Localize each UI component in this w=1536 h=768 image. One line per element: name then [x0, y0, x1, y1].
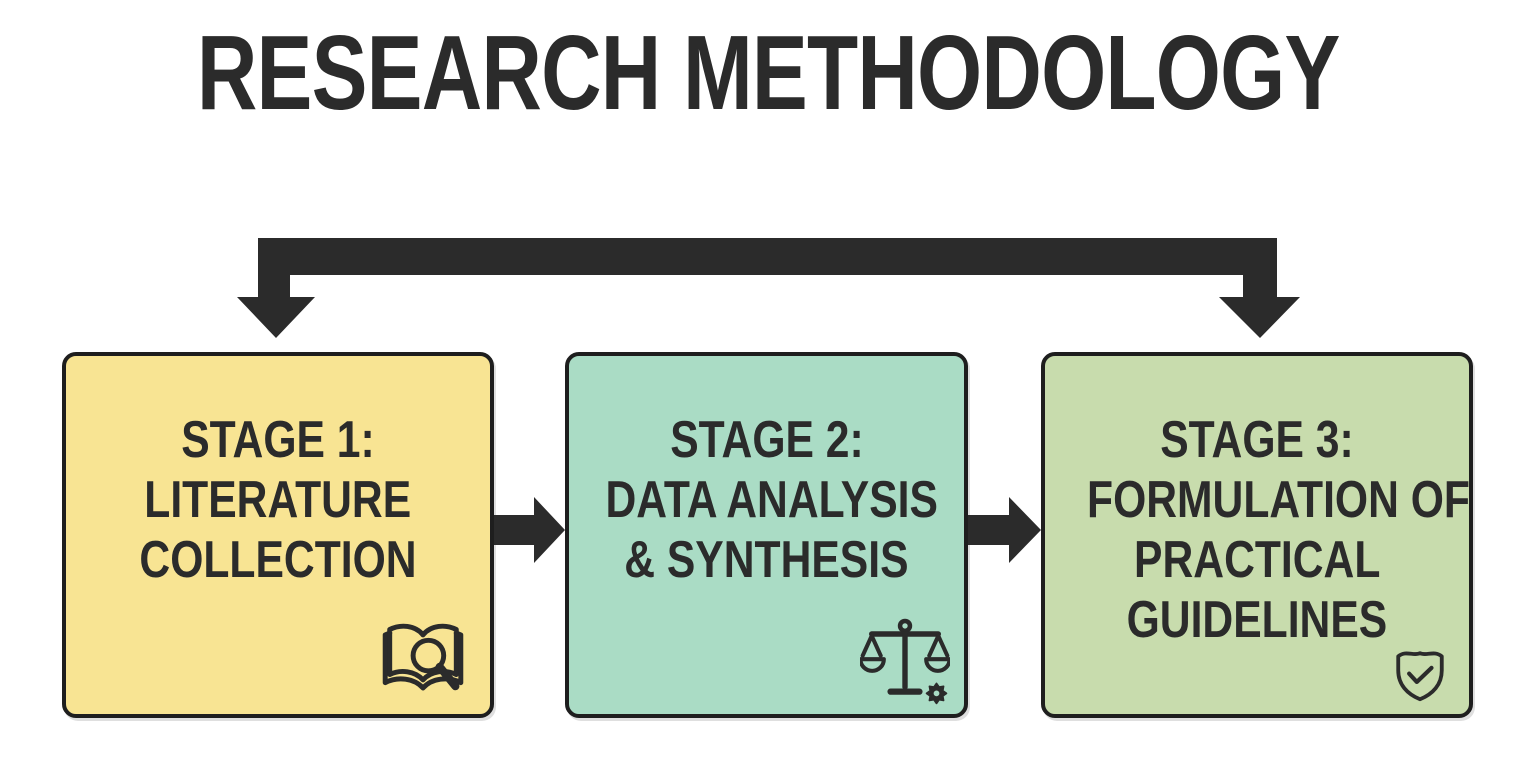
span-arrow-down-both-ends	[237, 238, 1300, 338]
stage-2-line-3: & SYNTHESIS	[624, 531, 909, 589]
stage-3-line-3: PRACTICAL	[1133, 531, 1381, 589]
shield-check-icon	[1396, 651, 1444, 702]
page-title: RESEARCH METHODOLOGY	[196, 14, 1340, 132]
stage-2-box: STAGE 2: DATA ANALYSIS & SYNTHESIS	[565, 352, 968, 718]
stage-1-box: STAGE 1: LITERATURE COLLECTION	[62, 352, 494, 718]
stage-2-line-1: STAGE 2:	[669, 411, 864, 469]
stage-3-text: STAGE 3: FORMULATION OF PRACTICAL GUIDEL…	[1045, 410, 1470, 650]
scales-gear-icon	[860, 618, 950, 705]
stage-1-line-1: STAGE 1:	[181, 411, 375, 469]
arrow-stage2-to-stage3	[968, 497, 1041, 563]
stage-3-line-2: FORMULATION OF	[1087, 471, 1470, 529]
stage-1-line-2: LITERATURE	[144, 471, 412, 529]
stage-1-line-3: COLLECTION	[139, 531, 417, 589]
book-magnifier-icon	[382, 623, 464, 691]
stage-3-line-4: GUIDELINES	[1126, 591, 1388, 649]
arrow-stage1-to-stage2	[494, 497, 565, 563]
stage-2-line-2: DATA ANALYSIS	[605, 471, 938, 529]
stage-1-text: STAGE 1: LITERATURE COLLECTION	[66, 410, 490, 590]
stage-3-line-1: STAGE 3:	[1160, 411, 1354, 469]
stage-3-box: STAGE 3: FORMULATION OF PRACTICAL GUIDEL…	[1041, 352, 1473, 718]
stage-2-text: STAGE 2: DATA ANALYSIS & SYNTHESIS	[569, 410, 964, 590]
